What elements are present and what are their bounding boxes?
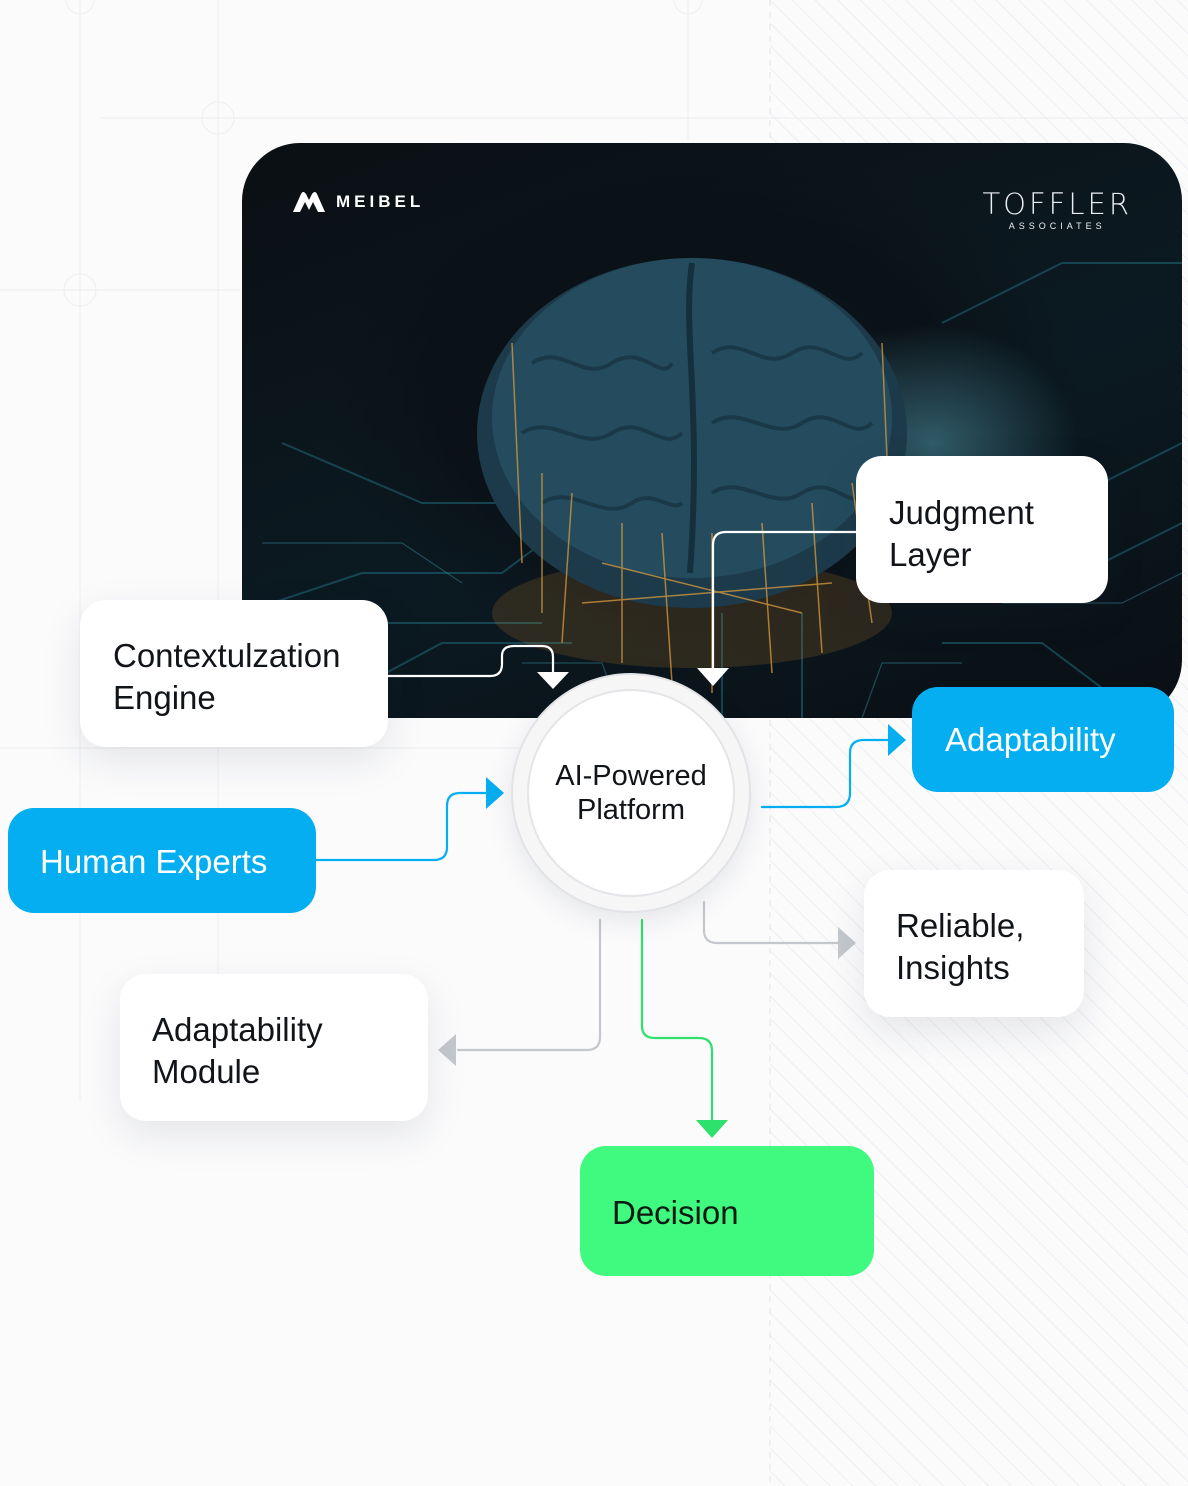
adaptability-module-line1: Adaptability xyxy=(152,1011,323,1048)
decision-card[interactable]: Decision xyxy=(580,1146,874,1276)
contextualization-engine-line1: Contextulzation xyxy=(113,637,341,674)
judgment-layer-line1: Judgment xyxy=(889,494,1034,531)
toffler-logo: TOFFLER ASSOCIATES xyxy=(982,189,1132,231)
judgment-layer-card[interactable]: Judgment Layer xyxy=(856,456,1108,603)
adaptability-module-line2: Module xyxy=(152,1053,261,1090)
ai-platform-hub-inner: AI-Powered Platform xyxy=(527,689,735,897)
toffler-subtitle: ASSOCIATES xyxy=(1008,221,1106,231)
hub-line1: AI-Powered xyxy=(555,760,707,792)
meibel-wordmark: MEIBEL xyxy=(336,192,425,211)
hub-line2: Platform xyxy=(577,794,685,826)
adaptability-card[interactable]: Adaptability xyxy=(912,687,1174,792)
meibel-logo: MEIBEL xyxy=(292,191,424,213)
reliable-insights-card[interactable]: Reliable, Insights xyxy=(864,870,1084,1017)
reliable-insights-line1: Reliable, xyxy=(896,907,1025,944)
adaptability-module-card[interactable]: Adaptability Module xyxy=(120,974,428,1121)
adaptability-label: Adaptability xyxy=(945,721,1116,758)
human-experts-label: Human Experts xyxy=(40,843,268,880)
contextualization-engine-card[interactable]: Contextulzation Engine xyxy=(80,600,388,747)
reliable-insights-line2: Insights xyxy=(896,949,1010,986)
contextualization-engine-line2: Engine xyxy=(113,679,216,716)
ai-platform-hub[interactable]: AI-Powered Platform xyxy=(511,673,751,913)
human-experts-card[interactable]: Human Experts xyxy=(8,808,316,913)
meibel-logo-icon xyxy=(293,192,325,212)
judgment-layer-line2: Layer xyxy=(889,536,972,573)
toffler-wordmark: TOFFLER xyxy=(982,187,1132,221)
decision-label: Decision xyxy=(612,1194,739,1231)
